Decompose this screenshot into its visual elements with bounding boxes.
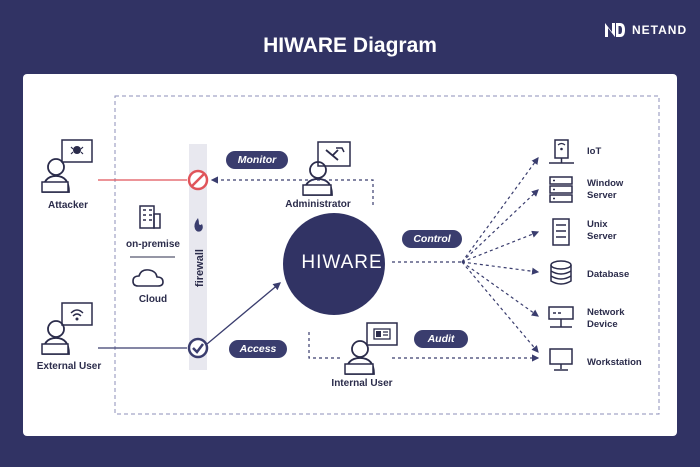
iot-icon: [549, 139, 574, 164]
network-boundary: [114, 95, 660, 415]
brand-name: NETAND: [632, 23, 688, 37]
on-premise-label: on-premise: [126, 239, 180, 250]
network-device-icon: [548, 306, 574, 328]
cloud-icon: [132, 269, 164, 287]
target-label-workstation: Workstation: [587, 357, 642, 368]
unix-server-icon: [552, 218, 570, 246]
monitor-pill: Monitor: [226, 151, 288, 169]
target-label-network-device: Network Device: [587, 307, 625, 330]
monitor-arrow: [210, 176, 374, 205]
target-label-unix-server: Unix Server: [587, 219, 617, 242]
database-icon: [550, 260, 572, 285]
external-user-icon: [41, 302, 93, 355]
flame-icon: [194, 218, 203, 232]
administrator-label: Administrator: [285, 199, 351, 210]
audit-pill: Audit: [414, 330, 468, 348]
attacker-label: Attacker: [47, 200, 89, 211]
block-icon: [187, 169, 209, 191]
control-pill: Control: [402, 230, 462, 248]
hiware-label: HIWARE: [301, 252, 383, 273]
workstation-icon: [549, 348, 573, 371]
internal-user-link: [308, 332, 340, 359]
check-icon: [187, 337, 209, 359]
firewall-band: [189, 144, 207, 370]
attacker-icon: [41, 139, 93, 193]
brand-logo: NETAND: [604, 22, 687, 38]
access-arrow: [206, 282, 281, 345]
building-icon: [139, 205, 161, 229]
hiware-core: [283, 213, 385, 315]
administrator-icon: [302, 141, 351, 196]
access-pill: Access: [229, 340, 287, 358]
page-title: HIWARE Diagram: [263, 34, 437, 57]
cloud-label: Cloud: [138, 294, 168, 305]
external-user-label: External User: [36, 361, 102, 372]
control-arrows: [461, 157, 540, 353]
firewall-label: firewall: [194, 249, 206, 287]
window-server-icon: [549, 176, 573, 203]
target-label-database: Database: [587, 269, 630, 280]
target-label-iot: IoT: [587, 146, 602, 157]
internal-user-label: Internal User: [331, 378, 393, 389]
target-label-window-server: Window Server: [587, 178, 624, 201]
internal-user-icon: [344, 322, 398, 375]
netand-logo-icon: [605, 23, 625, 37]
